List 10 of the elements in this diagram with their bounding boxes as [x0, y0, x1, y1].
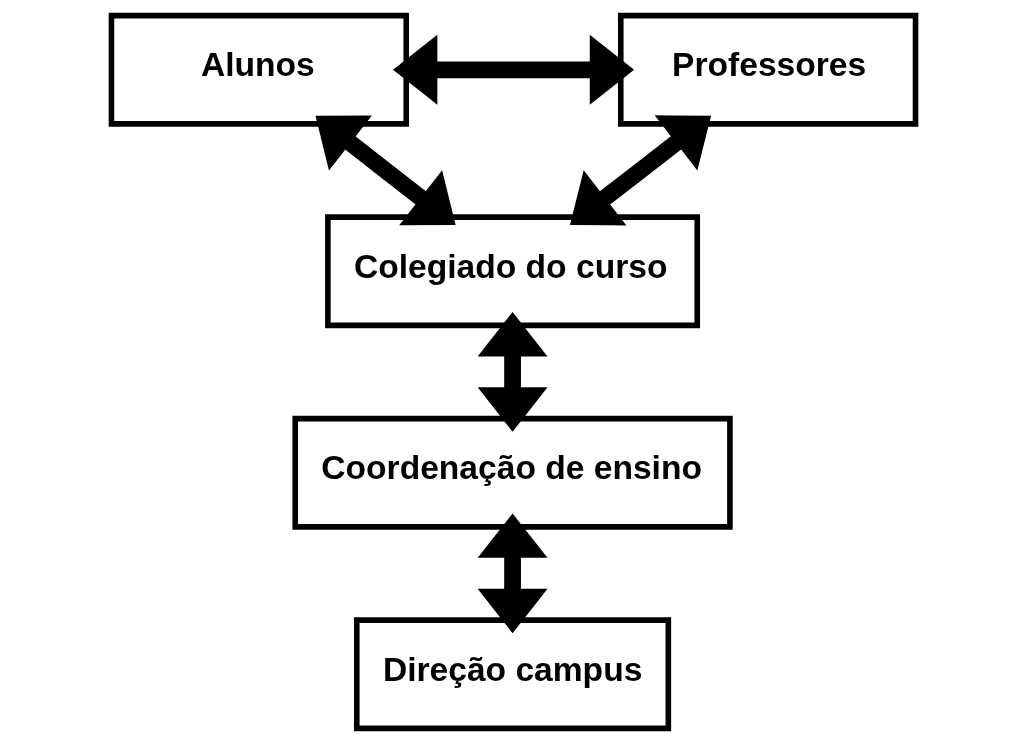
- node-box: Colegiado do curso: [324, 214, 700, 329]
- arrow: [477, 312, 547, 432]
- node-box: Direção campus: [353, 617, 671, 732]
- arrow: [569, 115, 711, 226]
- node-box: Coordenação de ensino: [291, 415, 733, 530]
- arrow: [477, 513, 547, 634]
- arrow: [314, 115, 456, 226]
- node-box: Alunos: [108, 12, 409, 127]
- node-box: Professores: [617, 12, 918, 127]
- arrow: [392, 34, 634, 105]
